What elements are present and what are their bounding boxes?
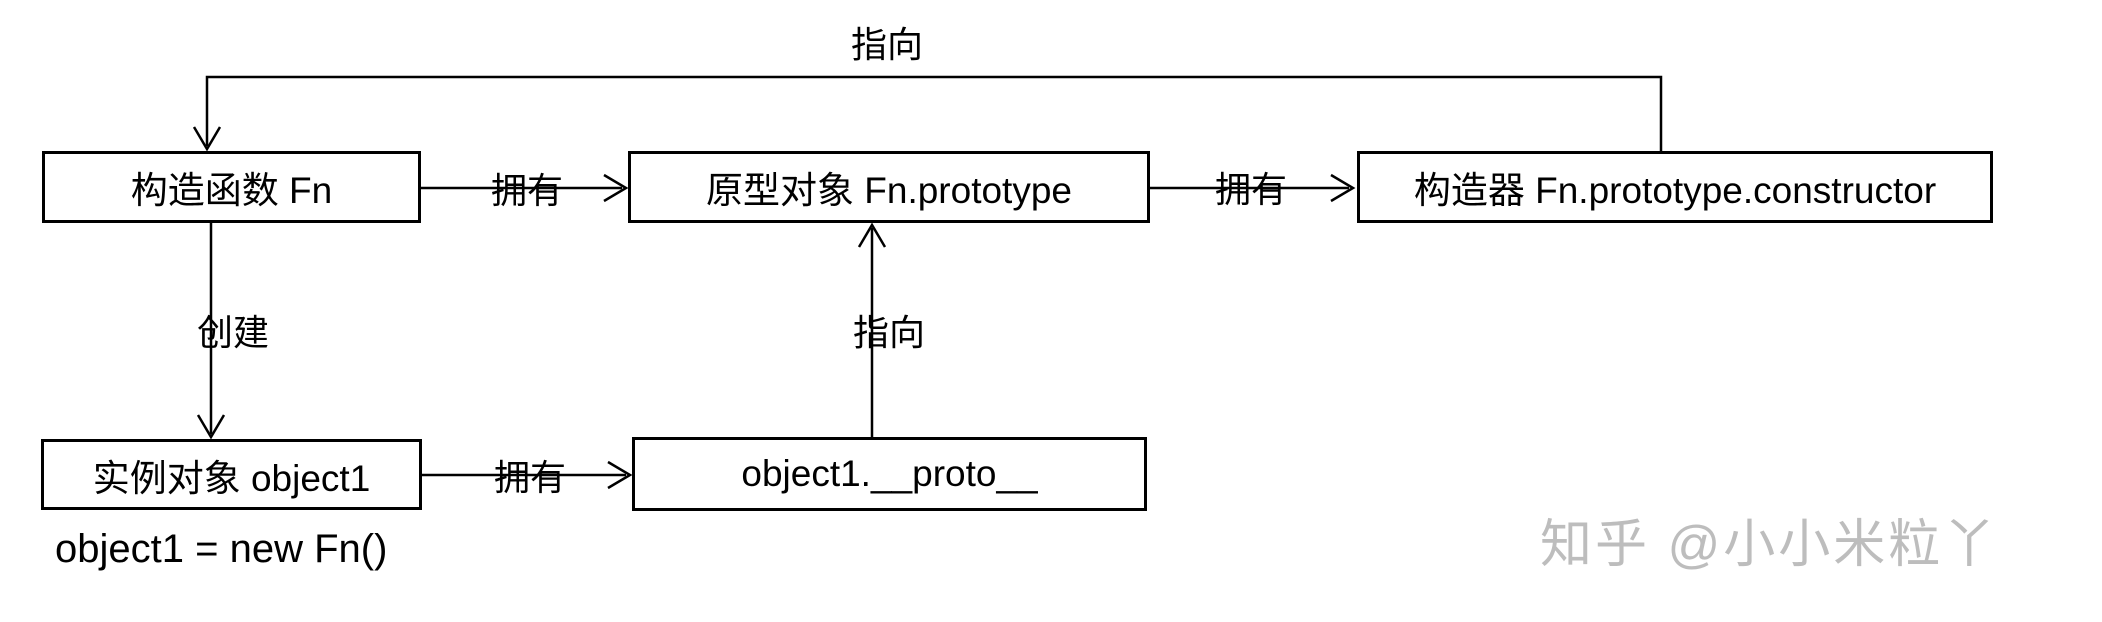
node-object1-proto: object1.__proto__ [632,437,1147,511]
edge-fn-creates-object1-arrowhead [196,414,226,440]
edge-fn-owns-prototype-arrowhead [603,173,629,203]
edge-object1-owns-proto-arrowhead [607,460,633,490]
edge-constructor-points-to-fn-arrowhead [192,126,222,152]
edge-label-prototype-owns-constructor: 拥有 [1214,169,1288,210]
caption-object1-new-fn: object1 = new Fn() [55,527,388,571]
edge-label-proto-points-to-prototype: 指向 [852,312,926,353]
edge-label-fn-creates-object1: 创建 [196,312,270,353]
edge-label-fn-owns-prototype: 拥有 [490,170,564,211]
node-constructor-property: 构造器 Fn.prototype.constructor [1357,151,1993,223]
node-constructor-function-fn: 构造函数 Fn [42,151,421,223]
watermark-zhihu: 知乎 @小小米粒丫 [1540,516,1999,574]
edge-label-object1-owns-proto: 拥有 [493,457,567,498]
edge-constructor-points-to-fn-line [205,75,1663,151]
node-instance-object1: 实例对象 object1 [41,439,422,510]
edge-proto-points-to-prototype-arrowhead [857,222,887,248]
edge-label-constructor-points-to-fn: 指向 [850,24,924,65]
edge-prototype-owns-constructor-arrowhead [1330,173,1356,203]
node-prototype-object: 原型对象 Fn.prototype [628,151,1150,223]
